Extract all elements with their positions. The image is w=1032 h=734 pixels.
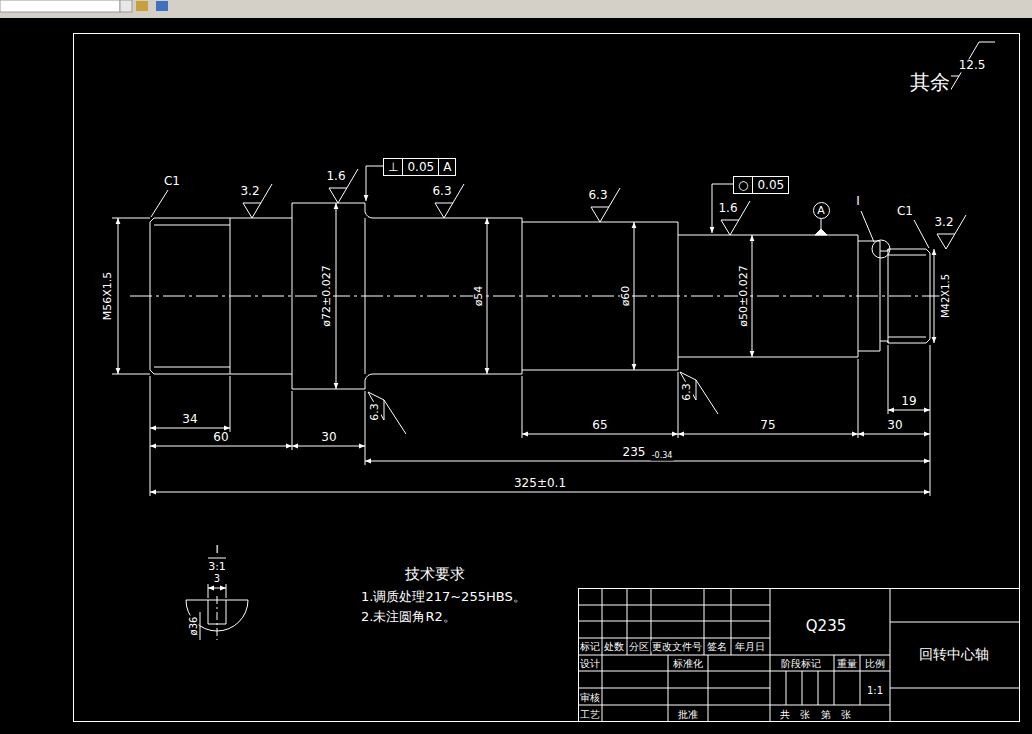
length-dimension: 75 — [759, 419, 776, 432]
length-dimension: 235 — [622, 446, 647, 459]
title-block-cell: 张 — [840, 709, 852, 720]
frame-cell: 0.05 — [752, 177, 788, 193]
title-block-cell: 1:1 — [866, 685, 884, 696]
material-text: Q235 — [805, 618, 847, 635]
part-name: 回转中心轴 — [918, 647, 990, 662]
length-dimension: 19 — [900, 395, 917, 408]
diameter-dimension: ø54 — [473, 285, 485, 308]
title-block-cell: 更改文件号 — [651, 641, 703, 652]
length-dimension: 30 — [886, 419, 903, 432]
scale-text: 3:1 — [207, 561, 227, 573]
title-block-cell: 重量 — [836, 658, 858, 669]
frame-cell: 0.05 — [402, 159, 438, 175]
title-block-cell: 年月日 — [734, 641, 766, 652]
title-block-cell: 工艺 — [579, 709, 601, 720]
diameter-dimension: ø50±0.027 — [738, 264, 750, 327]
roughness-value: 1.6 — [717, 202, 738, 215]
datum-symbol: A — [813, 202, 830, 219]
detail-mark: I — [855, 195, 861, 208]
frame-cell: ⊥ — [384, 159, 402, 175]
roughness-value: 1.6 — [325, 170, 346, 183]
title-block-cell: 阶段标记 — [780, 658, 822, 669]
title-block-cell: 审核 — [579, 692, 601, 703]
tolerance-frame: ⊥0.05A — [383, 158, 456, 176]
note-heading: 技术要求 — [404, 566, 466, 583]
roughness-value: 12.5 — [958, 59, 987, 72]
title-block-cell: 标记 — [579, 641, 601, 652]
title-block-cell: 分区 — [628, 641, 650, 652]
roughness-value: 6.3 — [587, 189, 608, 202]
diameter-dimension: ø36 — [188, 616, 199, 637]
length-dimension: 30 — [320, 431, 337, 444]
title-block-cell: 张 — [799, 709, 811, 720]
length-dimension: 60 — [212, 431, 229, 444]
length-dimension: 65 — [591, 419, 608, 432]
title-block-cell: 处数 — [603, 641, 625, 652]
tolerance-frame: ○0.05 — [733, 176, 789, 194]
length-dimension: 325±0.1 — [513, 477, 567, 490]
note-text: 1.调质处理217~255HBS。 — [360, 590, 527, 604]
title-block-cell: 批准 — [677, 709, 699, 720]
roughness-value: 3.2 — [933, 216, 954, 229]
title-block-cell: 比例 — [864, 658, 886, 669]
chamfer-label: C1 — [163, 175, 181, 188]
title-block-cell: 共 — [779, 709, 791, 720]
frame-cell: ○ — [734, 177, 752, 193]
title-block-cell: 第 — [820, 709, 832, 720]
roughness-value: 6.3 — [431, 185, 452, 198]
diameter-dimension: ø72±0.027 — [321, 264, 333, 327]
roughness-value: 6.3 — [681, 382, 693, 402]
frame-cell: A — [438, 159, 455, 175]
title-block-cell: 设计 — [579, 658, 601, 669]
frame-cell: A — [817, 204, 825, 217]
tolerance-text: -0.34 — [651, 452, 674, 461]
detail-mark: I — [214, 544, 219, 556]
note-text: 2.未注圆角R2。 — [360, 610, 457, 624]
thread-dimension: M42X1.5 — [940, 273, 951, 319]
roughness-value: 3.2 — [239, 185, 260, 198]
title-block-cell: 标准化 — [672, 658, 704, 669]
chamfer-label: C1 — [896, 205, 914, 218]
length-dimension: 34 — [181, 413, 198, 426]
width-dimension: 3 — [213, 573, 221, 584]
diameter-dimension: ø60 — [620, 285, 632, 308]
roughness-value: 6.3 — [369, 402, 381, 422]
thread-dimension: M56X1.5 — [102, 271, 114, 322]
title-block-cell: 签名 — [706, 641, 728, 652]
note-text: 其余 — [909, 71, 951, 93]
